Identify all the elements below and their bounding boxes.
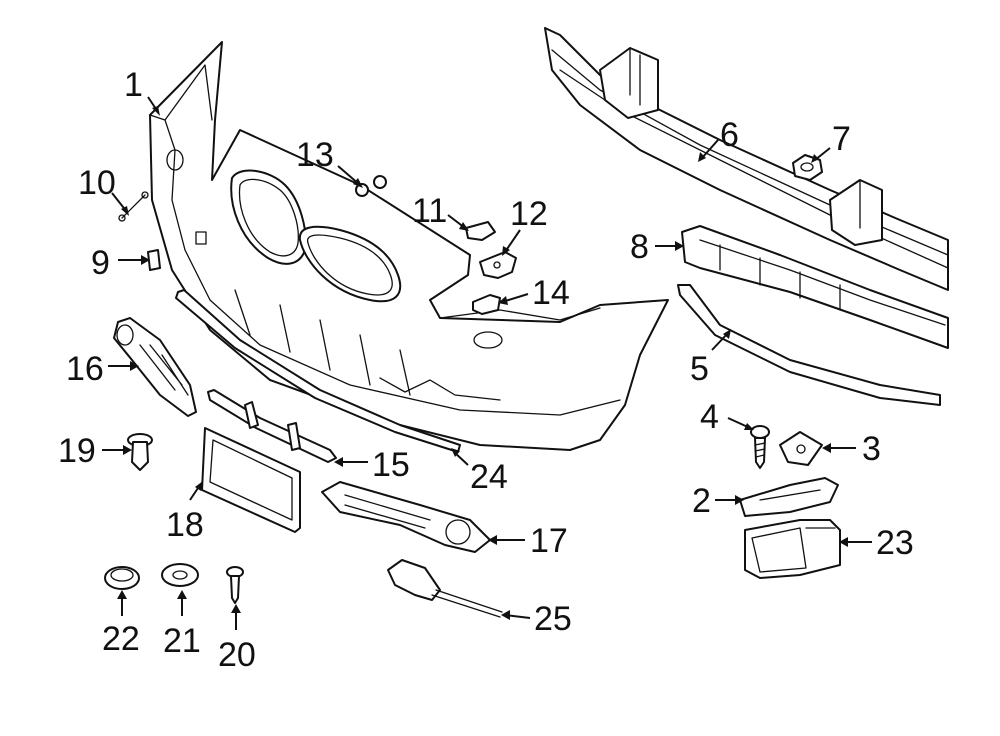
callout-5: 5 <box>690 350 709 388</box>
license-plate-frame <box>201 427 301 533</box>
callout-9: 9 <box>91 244 110 282</box>
callout-25: 25 <box>534 600 572 638</box>
screw-large <box>750 425 770 469</box>
clip-pair <box>355 175 387 197</box>
callout-13: 13 <box>296 136 334 174</box>
callout-14: 14 <box>532 274 570 312</box>
energy-absorber <box>681 225 949 349</box>
callout-24: 24 <box>470 458 508 496</box>
push-clip <box>127 433 153 471</box>
callout-15: 15 <box>372 446 410 484</box>
callout-4: 4 <box>700 398 719 436</box>
callout-6: 6 <box>720 116 739 154</box>
callout-21: 21 <box>163 622 201 660</box>
hex-nut <box>792 154 823 181</box>
clip-nut <box>779 431 823 466</box>
lower-molding-strip <box>175 289 461 453</box>
callout-18: 18 <box>166 506 204 544</box>
callout-3: 3 <box>862 430 881 468</box>
screw-small <box>226 566 244 604</box>
callout-23: 23 <box>876 524 914 562</box>
mounting-bracket <box>739 477 839 517</box>
air-duct <box>744 519 841 579</box>
callout-7: 7 <box>832 120 851 158</box>
callout-20: 20 <box>218 636 256 674</box>
bumper-cover <box>149 41 669 451</box>
callout-16: 16 <box>66 350 104 388</box>
callout-11: 11 <box>412 192 447 230</box>
callout-19: 19 <box>58 432 96 470</box>
small-clip <box>147 249 161 271</box>
tow-hook-cap <box>465 221 496 241</box>
callout-17: 17 <box>530 522 568 560</box>
callouts: 1 6 7 13 10 11 12 8 9 14 <box>58 66 914 674</box>
reinforcement-bar <box>544 27 949 291</box>
callout-2: 2 <box>692 482 711 520</box>
bracket-strip <box>207 389 337 463</box>
callout-10: 10 <box>78 164 116 202</box>
callout-12: 12 <box>510 195 548 233</box>
fog-lamp-grille <box>321 481 491 553</box>
wire-clip <box>118 191 149 222</box>
small-bracket <box>472 294 501 315</box>
grommet-washer <box>161 563 199 587</box>
cover-bracket <box>479 251 517 279</box>
callout-1: 1 <box>124 66 143 104</box>
rubber-plug <box>104 566 140 590</box>
lower-trim-right <box>677 284 941 406</box>
left-grille-panel <box>113 317 197 417</box>
callout-8: 8 <box>630 228 649 266</box>
callout-22: 22 <box>102 620 140 658</box>
sensor-harness <box>387 559 503 618</box>
